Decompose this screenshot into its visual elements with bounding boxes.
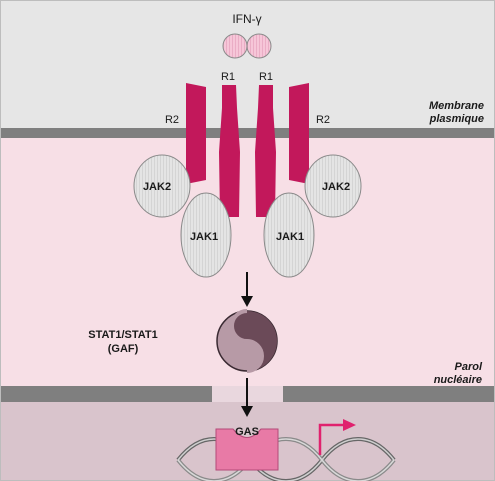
r2-left-label: R2	[165, 114, 179, 126]
membrane-label-line1: Membrane	[429, 100, 484, 112]
arrow-to-stat-head	[241, 296, 253, 307]
jak2-left-oval	[133, 154, 191, 218]
transcription-arrow	[318, 423, 345, 455]
jak1-right-label: JAK1	[276, 231, 304, 243]
nuclear-wall-left	[0, 386, 212, 402]
dna-strand-a-light	[177, 438, 395, 481]
r1-left-label: R1	[221, 71, 235, 83]
plasma-membrane	[0, 128, 495, 138]
receptor-r1-right	[255, 85, 276, 217]
receptor-r2-left	[186, 83, 206, 184]
jak1-right-oval	[263, 192, 315, 278]
nuclear-label-line2: nucléaire	[434, 374, 482, 386]
stat-label-line2: (GAF)	[108, 343, 139, 355]
stat-label-line1: STAT1/STAT1	[88, 329, 157, 341]
transcription-arrow-head	[343, 419, 356, 431]
jak1-left-oval	[180, 192, 232, 278]
extracellular-space	[0, 0, 495, 128]
jak1-left-label: JAK1	[190, 231, 218, 243]
jak2-right-label: JAK2	[322, 181, 350, 193]
r1-right-label: R1	[259, 71, 273, 83]
ifn-gamma-label: IFN-γ	[232, 12, 261, 26]
ifn-gamma-monomer-left	[222, 33, 248, 59]
dna-strand-b-light	[177, 438, 395, 481]
nuclear-wall-right	[283, 386, 495, 402]
ifn-gamma-monomer-right	[246, 33, 272, 59]
r2-right-label: R2	[316, 114, 330, 126]
stat1-dimer-swirl	[230, 309, 264, 373]
gas-label: GAS	[235, 426, 259, 438]
gas-element	[215, 428, 279, 471]
receptor-r2-right	[289, 83, 309, 184]
membrane-label-line2: plasmique	[429, 113, 484, 125]
jak2-left-label: JAK2	[143, 181, 171, 193]
arrow-to-nucleus-head	[241, 406, 253, 417]
jak2-right-oval	[304, 154, 362, 218]
nuclear-label-line1: Parol	[454, 361, 482, 373]
receptor-r1-left	[219, 85, 240, 217]
